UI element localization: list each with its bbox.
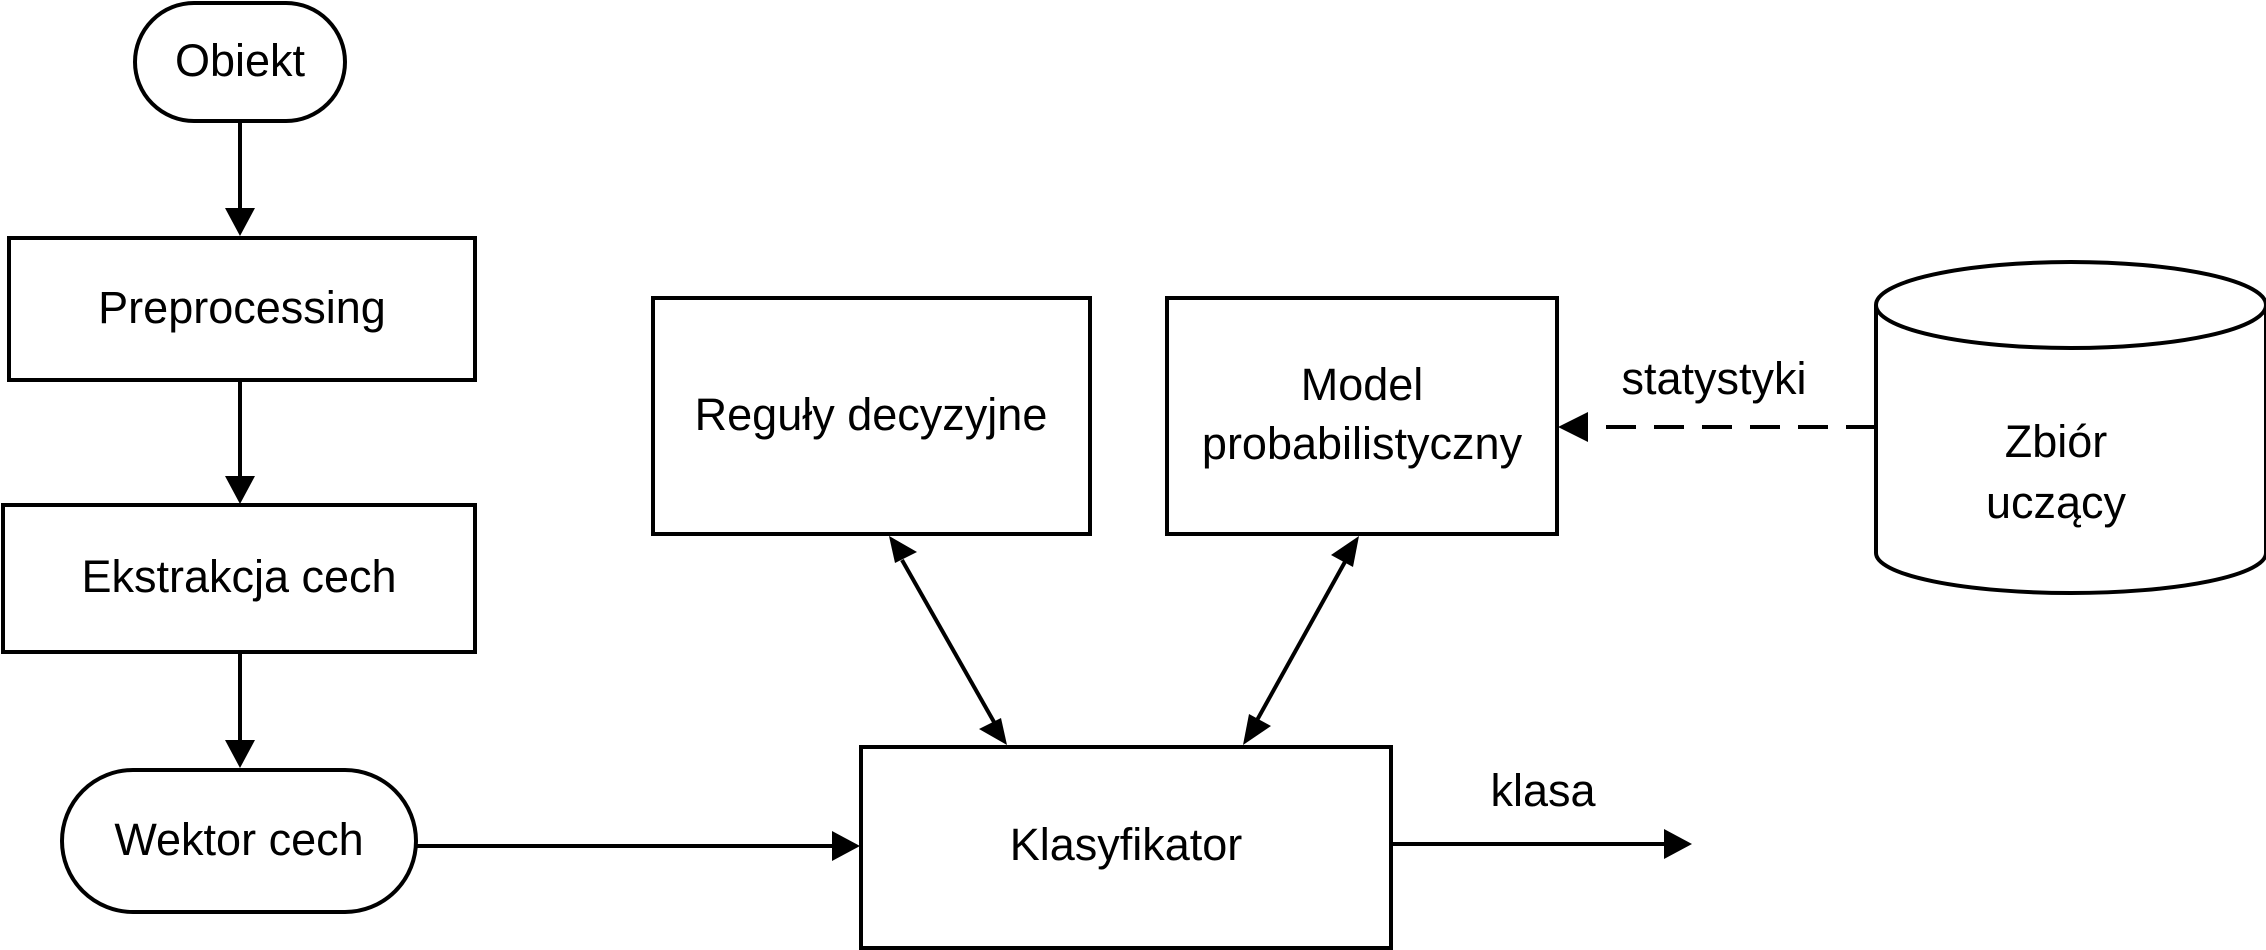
node-wektor-label: Wektor cech (114, 814, 363, 865)
node-model-probabilistyczny: Model probabilistyczny (1165, 296, 1559, 536)
node-ekstrakcja-cech: Ekstrakcja cech (1, 503, 477, 654)
node-zbior-label-line1: Zbiór (2005, 416, 2108, 467)
arrowhead-reguly-top (889, 536, 917, 563)
edges (225, 122, 1876, 861)
node-obiekt-label: Obiekt (175, 35, 306, 86)
arrowhead-model (1331, 536, 1359, 567)
arrowhead-model-dashed (1558, 412, 1588, 442)
node-preprocessing-label: Preprocessing (98, 282, 386, 333)
edge-reguly-klasyfikator (900, 559, 996, 723)
node-zbior-uczacy: Zbiór uczący (1874, 260, 2266, 595)
arrowhead-klasyfikator (832, 831, 860, 861)
arrowhead-output (1664, 829, 1692, 859)
node-reguly-decyzyjne: Reguły decyzyjne (651, 296, 1092, 536)
arrowhead-klasyfikator-right (1243, 714, 1271, 745)
edge-label-statystyki: statystyki (1621, 353, 1806, 404)
node-model-label-line1: Model (1301, 359, 1424, 410)
arrowhead-ekstrakcja (225, 476, 255, 504)
node-model-label-line2: probabilistyczny (1202, 418, 1523, 469)
arrowhead-wektor (225, 740, 255, 768)
node-reguly-label: Reguły decyzyjne (695, 389, 1048, 440)
node-wektor-cech: Wektor cech (60, 768, 418, 914)
arrowhead-klasyfikator-left (979, 718, 1007, 745)
node-obiekt: Obiekt (133, 1, 347, 123)
node-ekstrakcja-label: Ekstrakcja cech (81, 551, 396, 602)
node-preprocessing: Preprocessing (7, 236, 477, 382)
node-klasyfikator: Klasyfikator (859, 745, 1393, 950)
edge-model-klasyfikator (1254, 559, 1348, 723)
edge-label-klasa: klasa (1490, 765, 1596, 816)
node-klasyfikator-label: Klasyfikator (1010, 819, 1243, 870)
node-zbior-label-line2: uczący (1986, 477, 2127, 528)
arrowhead-preprocessing (225, 208, 255, 236)
